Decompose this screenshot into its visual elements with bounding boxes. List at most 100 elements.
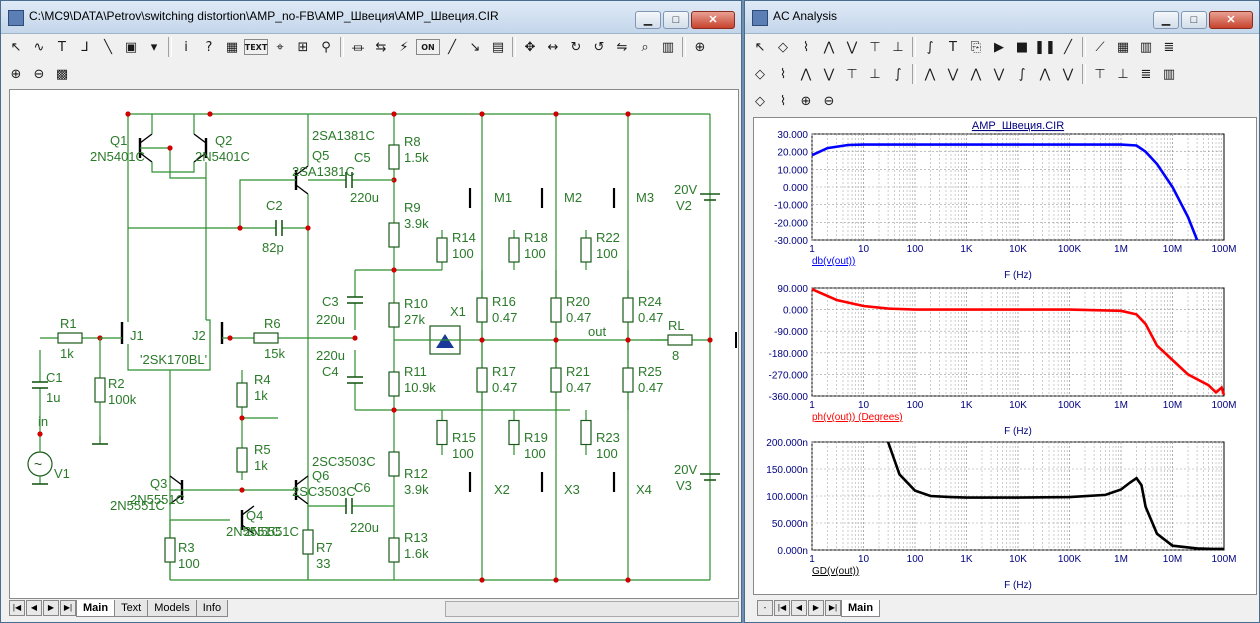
first-page-button[interactable]: |◀ bbox=[9, 600, 25, 616]
tab-models[interactable]: Models bbox=[147, 599, 197, 617]
line-icon[interactable]: ╱ bbox=[1064, 39, 1072, 55]
inflection-icon[interactable]: ∫ bbox=[926, 39, 934, 55]
valley-icon[interactable]: ⋁ bbox=[993, 66, 1005, 82]
analysis-last-button[interactable]: ▶| bbox=[825, 600, 841, 616]
analysis-next-button[interactable]: ▶ bbox=[808, 600, 824, 616]
arrows-icon[interactable]: ⇆ bbox=[375, 39, 387, 55]
graph-icon[interactable]: ⌇ bbox=[779, 66, 787, 82]
line-icon[interactable]: ╱ bbox=[448, 39, 456, 55]
rotate-ccw-icon[interactable]: ↺ bbox=[593, 39, 605, 55]
prev-page-button[interactable]: ◀ bbox=[26, 600, 42, 616]
tab-text[interactable]: Text bbox=[114, 599, 149, 617]
analysis-close-button[interactable]: ✕ bbox=[1209, 11, 1253, 29]
flip-icon[interactable]: ↔ bbox=[547, 39, 559, 55]
resistor-r6 bbox=[253, 332, 279, 344]
select-arrow-icon[interactable]: ↖ bbox=[10, 39, 22, 55]
peak-icon[interactable]: ⋀ bbox=[1039, 66, 1051, 82]
zoom-in-icon[interactable]: ⊕ bbox=[10, 66, 22, 82]
maximize-button[interactable]: □ bbox=[663, 11, 689, 29]
scale-icon[interactable]: ◇ bbox=[778, 39, 788, 55]
schematic-hscroll[interactable] bbox=[445, 601, 739, 617]
analysis-tab-main[interactable]: Main bbox=[841, 599, 881, 617]
help-icon[interactable]: ? bbox=[205, 39, 213, 55]
camera-icon[interactable]: ▩ bbox=[55, 66, 69, 82]
diagonal-wire-icon[interactable]: ╲ bbox=[104, 39, 112, 55]
high-icon[interactable]: ⊤ bbox=[846, 66, 858, 82]
valley-icon[interactable]: ⋁ bbox=[947, 66, 959, 82]
text-button-icon[interactable]: TEXT bbox=[244, 39, 268, 55]
grid-icon[interactable]: ▦ bbox=[1116, 39, 1130, 55]
analysis-prev-button[interactable]: ◀ bbox=[791, 600, 807, 616]
binoculars-icon[interactable]: ⌕ bbox=[641, 39, 649, 55]
text-T-icon[interactable]: T bbox=[949, 39, 957, 55]
component-icon[interactable]: ⊕ bbox=[694, 39, 706, 55]
move-icon[interactable]: ✥ bbox=[524, 39, 536, 55]
analysis-titlebar[interactable]: AC Analysis ▁ □ ✕ bbox=[745, 1, 1259, 34]
close-button[interactable]: ✕ bbox=[691, 11, 735, 29]
tab-main[interactable]: Main bbox=[76, 599, 116, 617]
info-icon[interactable]: ▣ bbox=[124, 39, 138, 55]
low-icon[interactable]: ⊥ bbox=[892, 39, 904, 55]
analysis-minimize-button[interactable]: ▁ bbox=[1153, 11, 1179, 29]
table-icon[interactable]: ▥ bbox=[1162, 66, 1176, 82]
table-icon[interactable]: ▥ bbox=[661, 39, 675, 55]
pin-icon[interactable]: ⊞ bbox=[297, 39, 309, 55]
text-T-icon[interactable]: T bbox=[58, 39, 66, 55]
rotate-cw-icon[interactable]: ↻ bbox=[570, 39, 582, 55]
slope-icon[interactable]: ⟋ bbox=[1095, 39, 1105, 55]
copy-icon[interactable]: ⎘ bbox=[970, 39, 982, 55]
window-icon[interactable]: ▤ bbox=[491, 39, 505, 55]
inflection-icon[interactable]: ∫ bbox=[894, 66, 902, 82]
scale-icon[interactable]: ◇ bbox=[755, 93, 765, 109]
schematic-window[interactable]: C:\MC9\DATA\Petrov\switching distortion\… bbox=[0, 0, 742, 623]
run-icon[interactable]: ▶ bbox=[994, 39, 1004, 55]
table-icon[interactable]: ▥ bbox=[1139, 39, 1153, 55]
mirror-icon[interactable]: ⇋ bbox=[616, 39, 628, 55]
analysis-scroll-button[interactable]: - bbox=[757, 600, 773, 616]
grid-icon[interactable]: ▦ bbox=[225, 39, 239, 55]
graph-icon[interactable]: ⌇ bbox=[779, 93, 787, 109]
pointer-icon[interactable]: ↘ bbox=[469, 39, 481, 55]
zoom-out-icon[interactable]: ⊖ bbox=[823, 93, 835, 109]
wire-icon[interactable]: ∿ bbox=[33, 39, 45, 55]
minimize-button[interactable]: ▁ bbox=[635, 11, 661, 29]
probe-icon[interactable]: ⚲ bbox=[321, 39, 331, 55]
analysis-maximize-button[interactable]: □ bbox=[1181, 11, 1207, 29]
node-icon[interactable]: ⌖ bbox=[276, 39, 284, 55]
last-page-button[interactable]: ▶| bbox=[60, 600, 76, 616]
voltage-icon[interactable]: ⚡ bbox=[399, 39, 409, 55]
info-i-icon[interactable]: i bbox=[184, 39, 188, 55]
pause-icon[interactable]: ❚❚ bbox=[1034, 39, 1056, 55]
schematic-titlebar[interactable]: C:\MC9\DATA\Petrov\switching distortion\… bbox=[1, 1, 741, 34]
low-icon[interactable]: ⊥ bbox=[869, 66, 881, 82]
high-icon[interactable]: ⊤ bbox=[869, 39, 881, 55]
high-icon[interactable]: ⊤ bbox=[1094, 66, 1106, 82]
peak-icon[interactable]: ⋀ bbox=[800, 66, 812, 82]
low-icon[interactable]: ⊥ bbox=[1117, 66, 1129, 82]
peak-icon[interactable]: ⋀ bbox=[823, 39, 835, 55]
inflection-icon[interactable]: ∫ bbox=[1018, 66, 1026, 82]
select-arrow-icon[interactable]: ↖ bbox=[754, 39, 766, 55]
data-icon[interactable]: ≣ bbox=[1140, 66, 1152, 82]
on-icon[interactable]: ON bbox=[416, 39, 440, 55]
valley-icon[interactable]: ⋁ bbox=[846, 39, 858, 55]
peak-icon[interactable]: ⋀ bbox=[970, 66, 982, 82]
scale-icon[interactable]: ◇ bbox=[755, 66, 765, 82]
resistor-icon[interactable]: ⏛ bbox=[351, 41, 365, 57]
valley-icon[interactable]: ⋁ bbox=[1062, 66, 1074, 82]
peak-icon[interactable]: ⋀ bbox=[924, 66, 936, 82]
tab-info[interactable]: Info bbox=[195, 599, 229, 617]
wire-corner-icon[interactable]: ⅃ bbox=[81, 39, 89, 55]
zoom-out-icon[interactable]: ⊖ bbox=[33, 66, 45, 82]
analysis-first-button[interactable]: |◀ bbox=[774, 600, 790, 616]
triangle-icon[interactable]: ▾ bbox=[150, 39, 158, 55]
next-page-button[interactable]: ▶ bbox=[43, 600, 59, 616]
data-icon[interactable]: ≣ bbox=[1163, 39, 1175, 55]
analysis-window[interactable]: AC Analysis ▁ □ ✕ ↖ ◇ ⌇ ⋀ ⋁ ⊤ ⊥ ∫ T ⎘ ▶ ■ ❚❚ ╱ ⟋ ▦ ▥ ≣ ◇ ⌇… bbox=[744, 0, 1260, 623]
zoom-in-icon[interactable]: ⊕ bbox=[800, 93, 812, 109]
stop-icon[interactable]: ■ bbox=[1015, 39, 1029, 55]
graph-icon[interactable]: ⌇ bbox=[802, 39, 810, 55]
valley-icon[interactable]: ⋁ bbox=[823, 66, 835, 82]
